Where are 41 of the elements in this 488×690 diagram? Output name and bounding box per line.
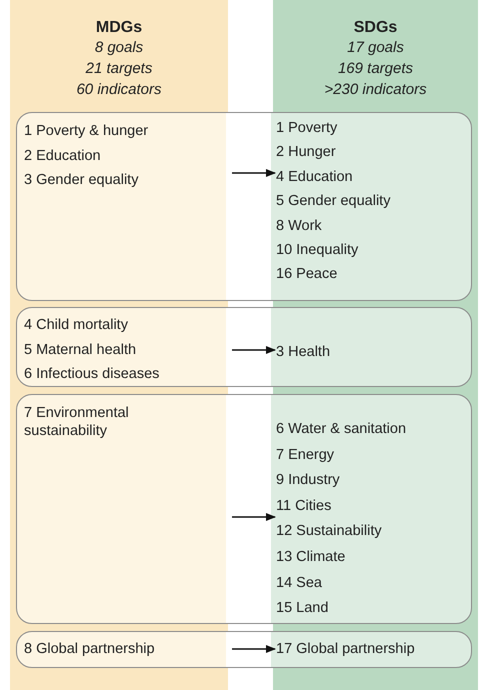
goal-item: 3 Gender equality bbox=[24, 171, 138, 190]
count-text: 21 targets bbox=[86, 59, 152, 79]
goal-item: 15 Land bbox=[276, 599, 328, 618]
goal-item: 3 Health bbox=[276, 343, 330, 362]
group-box bbox=[16, 307, 472, 387]
count-text: 169 targets bbox=[338, 59, 414, 79]
goal-item: 6 Infectious diseases bbox=[24, 365, 160, 384]
goal-item: 9 Industry bbox=[276, 471, 340, 490]
goal-item: 16 Peace bbox=[276, 265, 338, 284]
goal-item: 4 Education bbox=[276, 168, 353, 187]
goal-item: 8 Work bbox=[276, 216, 322, 236]
arrow bbox=[232, 645, 276, 653]
column-heading: MDGs bbox=[96, 18, 142, 38]
goal-item: 6 Water & sanitation bbox=[276, 420, 406, 439]
count-text: 8 goals bbox=[94, 38, 144, 58]
goal-item: 17 Global partnership bbox=[276, 640, 415, 659]
group-box bbox=[16, 394, 472, 624]
group-box bbox=[16, 631, 472, 668]
column-heading: SDGs bbox=[354, 18, 398, 38]
arrow bbox=[232, 346, 276, 354]
goal-item: 7 Energy bbox=[276, 446, 334, 465]
goal-item: 10 Inequality bbox=[276, 241, 358, 260]
goal-item: 1 Poverty bbox=[276, 119, 338, 138]
goal-item: 11 Cities bbox=[276, 496, 332, 516]
goal-item: 4 Child mortality bbox=[24, 316, 128, 335]
goal-item: 2 Hunger bbox=[276, 143, 336, 162]
goal-item: 5 Gender equality bbox=[276, 192, 390, 212]
goal-item: 1 Poverty & hunger bbox=[24, 122, 148, 141]
arrow bbox=[232, 169, 276, 177]
goal-item: 7 Environmental sustainability bbox=[24, 404, 130, 440]
goal-item: 13 Climate bbox=[276, 548, 346, 567]
goal-item: 2 Education bbox=[24, 146, 101, 166]
goal-item: 8 Global partnership bbox=[24, 640, 155, 659]
goal-item: 12 Sustainability bbox=[276, 522, 382, 542]
goal-item: 14 Sea bbox=[276, 574, 322, 593]
group-box bbox=[16, 112, 472, 301]
count-text: 17 goals bbox=[347, 38, 404, 58]
goal-item: 5 Maternal health bbox=[24, 340, 136, 360]
arrow bbox=[232, 513, 276, 521]
count-text: 60 indicators bbox=[76, 80, 162, 100]
count-text: >230 indicators bbox=[324, 80, 427, 100]
